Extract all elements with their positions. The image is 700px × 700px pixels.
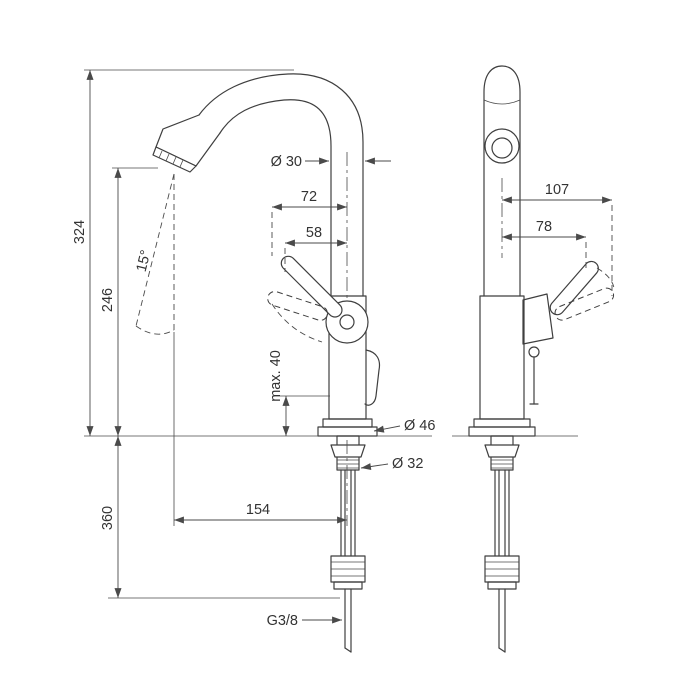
dim-label-side-reach: 107 [545, 182, 569, 198]
dim-label-pipe-diameter: Ø 30 [271, 154, 302, 170]
spout-opening [484, 128, 520, 164]
dim-label-supply-thread: G3/8 [267, 613, 298, 629]
side-pipe [483, 65, 521, 297]
dimension-annotations: 324 246 360 15° Ø 30 72 58 max. 40 Ø 46 [72, 69, 613, 629]
dim-label-below-counter: 360 [100, 506, 116, 530]
spout-inner-curve [219, 99, 332, 297]
side-handle-connector [522, 293, 554, 345]
side-base-ring [468, 426, 536, 437]
dim-label-handle-offset: 58 [306, 225, 322, 241]
flange [322, 418, 373, 428]
seal-cone [330, 444, 366, 458]
side-washer [487, 581, 517, 590]
side-shank-thread-lines [491, 459, 513, 469]
dim-label-spout-angle: 15° [134, 248, 155, 273]
dim-label-handle-reach: 72 [301, 189, 317, 205]
spout-opening-inner [491, 137, 513, 159]
dim-label-side-offset: 78 [536, 219, 552, 235]
side-view [452, 65, 615, 653]
aerator-hatching [158, 150, 184, 168]
shank-thread-lines [337, 459, 359, 469]
supply-tube [344, 588, 352, 653]
base-ring [317, 426, 378, 437]
dim-label-total-height: 324 [72, 220, 88, 244]
handle-lever [280, 255, 343, 318]
dim-label-max-thickness: max. 40 [268, 350, 284, 402]
handle-lever-alt-position [267, 291, 328, 321]
stream-line-angled [135, 173, 175, 327]
side-nut-lines [485, 561, 519, 577]
dim-arrow-dia32 [360, 463, 389, 471]
side-supply-hoses [494, 469, 510, 557]
dim-arrow-dia46 [373, 425, 401, 433]
spout-outer-curve [198, 73, 364, 297]
side-popup-rod [528, 346, 540, 405]
nut-lines [331, 561, 365, 577]
side-handle-lever-alt [554, 287, 615, 321]
handle-sweep-arc [271, 303, 323, 343]
dim-label-hole-diameter: Ø 32 [392, 456, 423, 472]
side-handle-lever [549, 260, 599, 316]
angle-arc [135, 325, 175, 335]
dim-label-base-diameter: Ø 46 [404, 418, 435, 434]
washer [333, 581, 363, 590]
side-body [479, 295, 525, 420]
side-flange [473, 418, 531, 428]
side-cap-seam [483, 99, 521, 105]
dim-label-spout-reach: 154 [246, 502, 270, 518]
side-handle-sweep-arc [596, 267, 615, 289]
front-view [84, 73, 432, 653]
popup-rod [364, 349, 381, 406]
dim-label-spout-height: 246 [100, 288, 116, 312]
side-supply-tube [498, 588, 506, 653]
handle-joint-hub [339, 314, 355, 330]
supply-hoses [340, 469, 356, 557]
side-seal-cone [484, 444, 520, 458]
